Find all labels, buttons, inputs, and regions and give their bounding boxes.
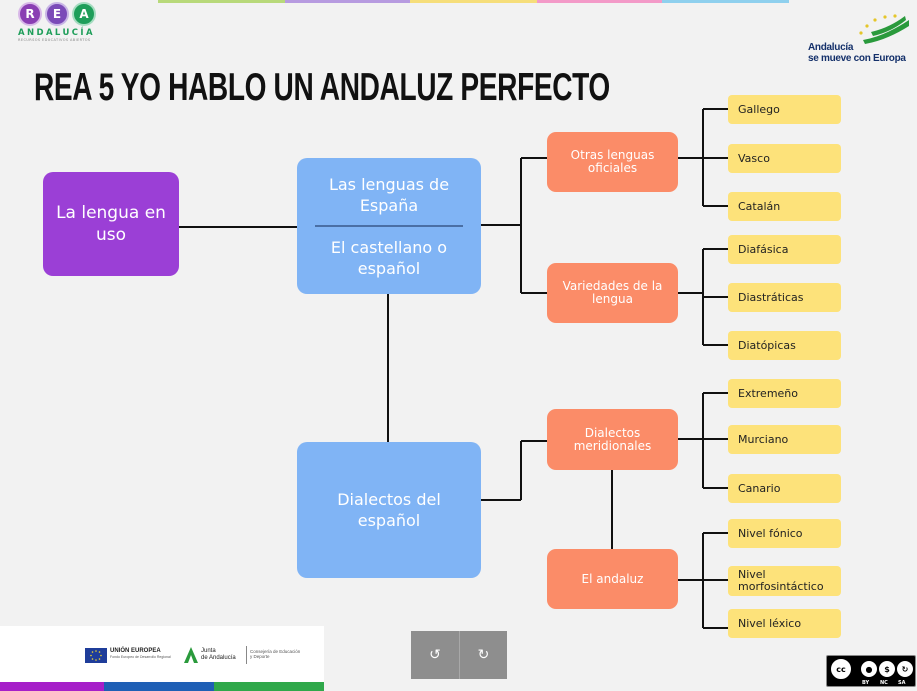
node-dialectos-del-espanol[interactable]: Dialectos del español <box>297 442 481 578</box>
andalucia-europa-logo: Andalucía se mueve con Europa <box>805 14 910 69</box>
footer-bar-green <box>214 682 324 691</box>
leaf-extremeno[interactable]: Extremeño <box>728 379 841 408</box>
leaf-nivel-lexico[interactable]: Nivel léxico <box>728 609 841 638</box>
node-variedades-de-la-lengua[interactable]: Variedades de la lengua <box>547 263 678 323</box>
top-bar-yellow <box>410 0 537 3</box>
node-lenguas-espana-castellano[interactable]: Las lenguas de España El castellano o es… <box>297 158 481 294</box>
top-bar-blue <box>662 0 789 3</box>
leaf-vasco-label: Vasco <box>738 151 770 165</box>
redo-icon: ↻ <box>477 647 490 663</box>
footer-separator <box>246 646 247 664</box>
node-el-andaluz[interactable]: El andaluz <box>547 549 678 609</box>
node-dialectos-del-espanol-label: Dialectos del español <box>337 490 441 530</box>
nc-dollar-icon: $ <box>877 659 897 679</box>
leaf-diatopicas[interactable]: Diatópicas <box>728 331 841 360</box>
leaf-catalan-label: Catalán <box>738 199 781 213</box>
node-variedades-de-la-lengua-label: Variedades de la lengua <box>562 279 663 306</box>
rea-letter-r: R <box>18 2 42 26</box>
leaf-nivel-morfosintactico-label: Nivel morfosintáctico <box>738 568 824 593</box>
node-otras-lenguas-oficiales[interactable]: Otras lenguas oficiales <box>547 132 678 192</box>
rea-logo-subtitle: RECURSOS EDUCATIVOS ABIERTOS <box>18 38 91 42</box>
footer-color-bars <box>0 682 324 691</box>
leaf-nivel-lexico-label: Nivel léxico <box>738 616 802 630</box>
leaf-nivel-fonico[interactable]: Nivel fónico <box>728 519 841 548</box>
cc-icon: cc <box>829 657 853 681</box>
node-castellano-label: El castellano o español <box>330 237 448 278</box>
node-la-lengua-en-uso[interactable]: La lengua en uso <box>43 172 179 276</box>
rea-letter-e: E <box>45 2 69 26</box>
rea-logo-word: ANDALUCÍA <box>18 28 95 38</box>
footer-logos-panel <box>0 626 324 682</box>
redo-button[interactable]: ↻ <box>459 631 507 679</box>
footer-bar-blue <box>104 682 214 691</box>
leaf-vasco[interactable]: Vasco <box>728 144 841 173</box>
andalucia-stars-icon <box>859 14 909 44</box>
top-bar-purple <box>285 0 410 3</box>
leaf-canario[interactable]: Canario <box>728 474 841 503</box>
leaf-diafasica[interactable]: Diafásica <box>728 235 841 264</box>
leaf-gallego[interactable]: Gallego <box>728 95 841 124</box>
node-otras-lenguas-oficiales-label: Otras lenguas oficiales <box>570 148 655 175</box>
leaf-diastraticas[interactable]: Diastráticas <box>728 283 841 312</box>
node-dialectos-meridionales-label: Dialectos meridionales <box>573 425 652 453</box>
rea-andalucia-logo: R E A ANDALUCÍA RECURSOS EDUCATIVOS ABIE… <box>18 2 108 48</box>
cc-sa-label: SA <box>898 680 906 686</box>
by-person-icon: ● <box>859 659 879 679</box>
leaf-diatopicas-label: Diatópicas <box>738 338 796 352</box>
top-bar-pink <box>537 0 662 3</box>
leaf-canario-label: Canario <box>738 481 781 495</box>
junta-logo-icon <box>183 646 199 668</box>
eu-text: UNIÓN EUROPEA Fondo Europeo de Desarroll… <box>110 648 171 659</box>
cc-by-label: BY <box>862 680 870 686</box>
top-bar-green <box>158 0 285 3</box>
node-el-andaluz-label: El andaluz <box>581 571 644 586</box>
leaf-murciano-label: Murciano <box>738 432 789 446</box>
junta-text: Junta de Andalucía <box>201 648 236 661</box>
leaf-extremeno-label: Extremeño <box>738 386 799 400</box>
leaf-murciano[interactable]: Murciano <box>728 425 841 454</box>
footer-bar-purple <box>0 682 104 691</box>
leaf-diafasica-label: Diafásica <box>738 242 789 256</box>
cc-license-badge[interactable]: cc ● $ ↻ BY NC SA <box>826 655 916 687</box>
rea-letter-a: A <box>72 2 96 26</box>
leaf-nivel-morfosintactico[interactable]: Nivel morfosintáctico <box>728 566 841 596</box>
undo-button[interactable]: ↺ <box>411 631 459 679</box>
leaf-gallego-label: Gallego <box>738 102 780 116</box>
andalucia-logo-text: Andalucía se mueve con Europa <box>808 42 906 64</box>
consejeria-text: Consejería de Educación y Deporte <box>250 649 301 659</box>
leaf-diastraticas-label: Diastráticas <box>738 290 804 304</box>
cc-nc-label: NC <box>880 680 888 686</box>
sa-share-alike-icon: ↻ <box>895 659 915 679</box>
node-la-lengua-en-uso-label: La lengua en uso <box>56 203 166 245</box>
node-lenguas-de-espana-label: Las lenguas de España <box>328 174 450 215</box>
page-title: REA 5 YO HABLO UN ANDALUZ PERFECTO <box>34 66 610 109</box>
node-dialectos-meridionales[interactable]: Dialectos meridionales <box>547 409 678 470</box>
node-divider <box>315 224 463 227</box>
leaf-nivel-fonico-label: Nivel fónico <box>738 526 803 540</box>
eu-flag-icon <box>85 648 107 663</box>
leaf-catalan[interactable]: Catalán <box>728 192 841 221</box>
undo-icon: ↺ <box>429 647 441 663</box>
